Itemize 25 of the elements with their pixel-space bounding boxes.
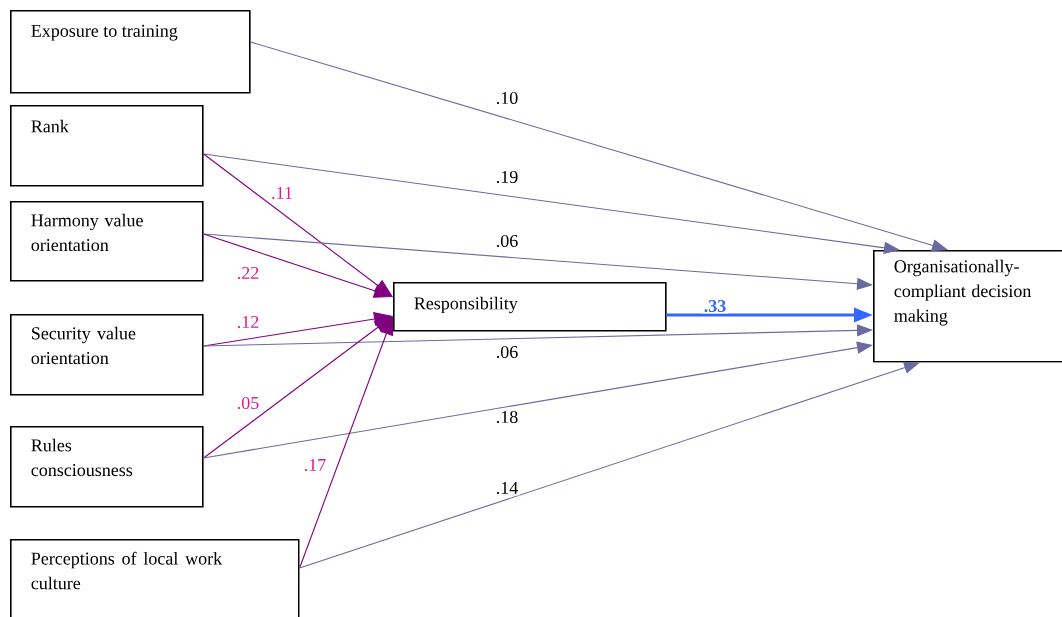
variable-box: Rules consciousness bbox=[10, 426, 204, 508]
variable-box: Organisationally-compliant decision making bbox=[873, 250, 1062, 363]
edge-label: .12 bbox=[235, 314, 261, 330]
edge-label: .06 bbox=[494, 233, 520, 249]
edge-label: .06 bbox=[494, 344, 520, 360]
edge-label: .05 bbox=[235, 395, 261, 411]
edge-label: .19 bbox=[494, 169, 520, 185]
arrow bbox=[203, 233, 393, 298]
arrow bbox=[299, 316, 394, 569]
arrow bbox=[203, 316, 393, 459]
variable-box: Harmony value orientation bbox=[10, 201, 204, 282]
edge-label: .33 bbox=[702, 298, 728, 314]
edge-label: .14 bbox=[494, 480, 520, 496]
edge-label: .22 bbox=[235, 265, 261, 281]
variable-box: Perceptions of local work culture bbox=[10, 539, 300, 617]
arrow bbox=[299, 361, 920, 569]
edge-label: .18 bbox=[494, 409, 520, 425]
edge-label: .10 bbox=[494, 90, 520, 106]
arrow bbox=[250, 41, 948, 252]
variable-box: Security value orientation bbox=[10, 314, 204, 396]
variable-box: Exposure to training bbox=[10, 10, 251, 94]
variable-box: Rank bbox=[10, 105, 204, 187]
edge-label: .11 bbox=[269, 185, 295, 201]
variable-box: Responsibility bbox=[393, 282, 667, 332]
edge-label: .17 bbox=[302, 457, 328, 473]
